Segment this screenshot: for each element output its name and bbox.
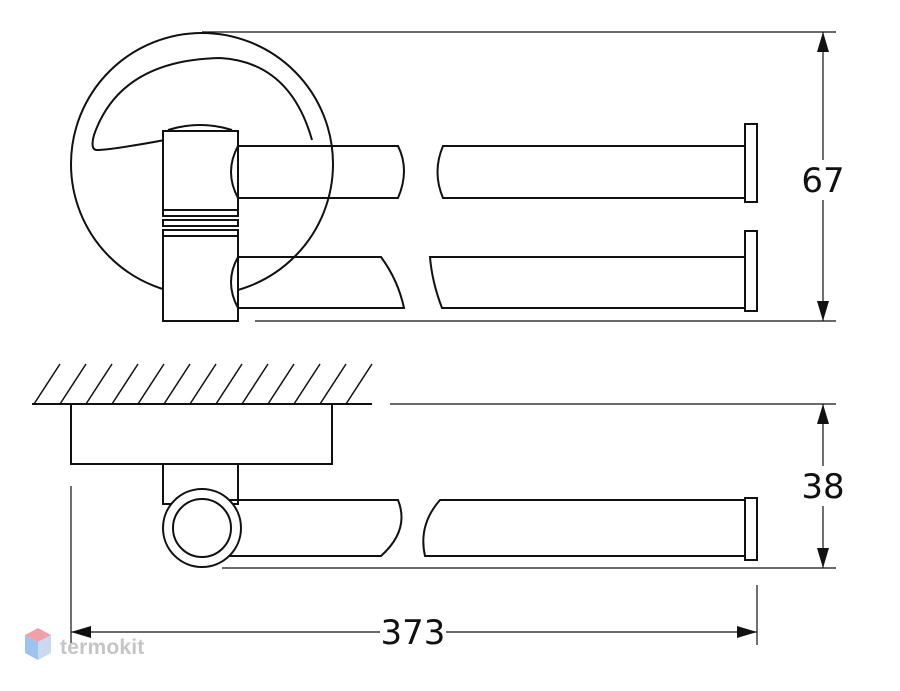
dimension-373: 373 (70, 486, 758, 653)
hatch-line (345, 363, 373, 405)
lower-bar (229, 230, 758, 312)
top-view (70, 32, 836, 322)
bar-side-right (422, 499, 746, 557)
hatch-line (111, 363, 139, 405)
hatch-line (59, 363, 87, 405)
hatch-line (189, 363, 217, 405)
flange-side (70, 403, 333, 465)
flange-arm (91, 56, 313, 152)
pivot-block (162, 130, 239, 322)
logo-text: termokit (60, 636, 144, 659)
dim-label-38: 38 (801, 467, 844, 507)
hatch-line (137, 363, 165, 405)
pivot-ring-inner (172, 498, 232, 558)
hatch-line (85, 363, 113, 405)
hatch-line (215, 363, 243, 405)
wall-hatch (33, 363, 373, 405)
dim-label-67: 67 (801, 161, 844, 201)
upper-bar (229, 123, 758, 203)
dim-label-373: 373 (381, 613, 446, 653)
dimension-38: 38 (800, 404, 846, 568)
hatch-line (319, 363, 347, 405)
termokit-logo: termokit (25, 628, 144, 660)
hatch-line (267, 363, 295, 405)
hub-cap (167, 124, 233, 131)
hatch-line (241, 363, 269, 405)
hatch-line (293, 363, 321, 405)
bar-side-left (202, 499, 403, 557)
bar-side-cap (744, 497, 758, 561)
side-view (32, 363, 836, 569)
pivot-ring-outer (162, 488, 242, 568)
hatch-line (163, 363, 191, 405)
hatch-line (33, 363, 61, 405)
dimension-67: 67 (202, 31, 846, 321)
